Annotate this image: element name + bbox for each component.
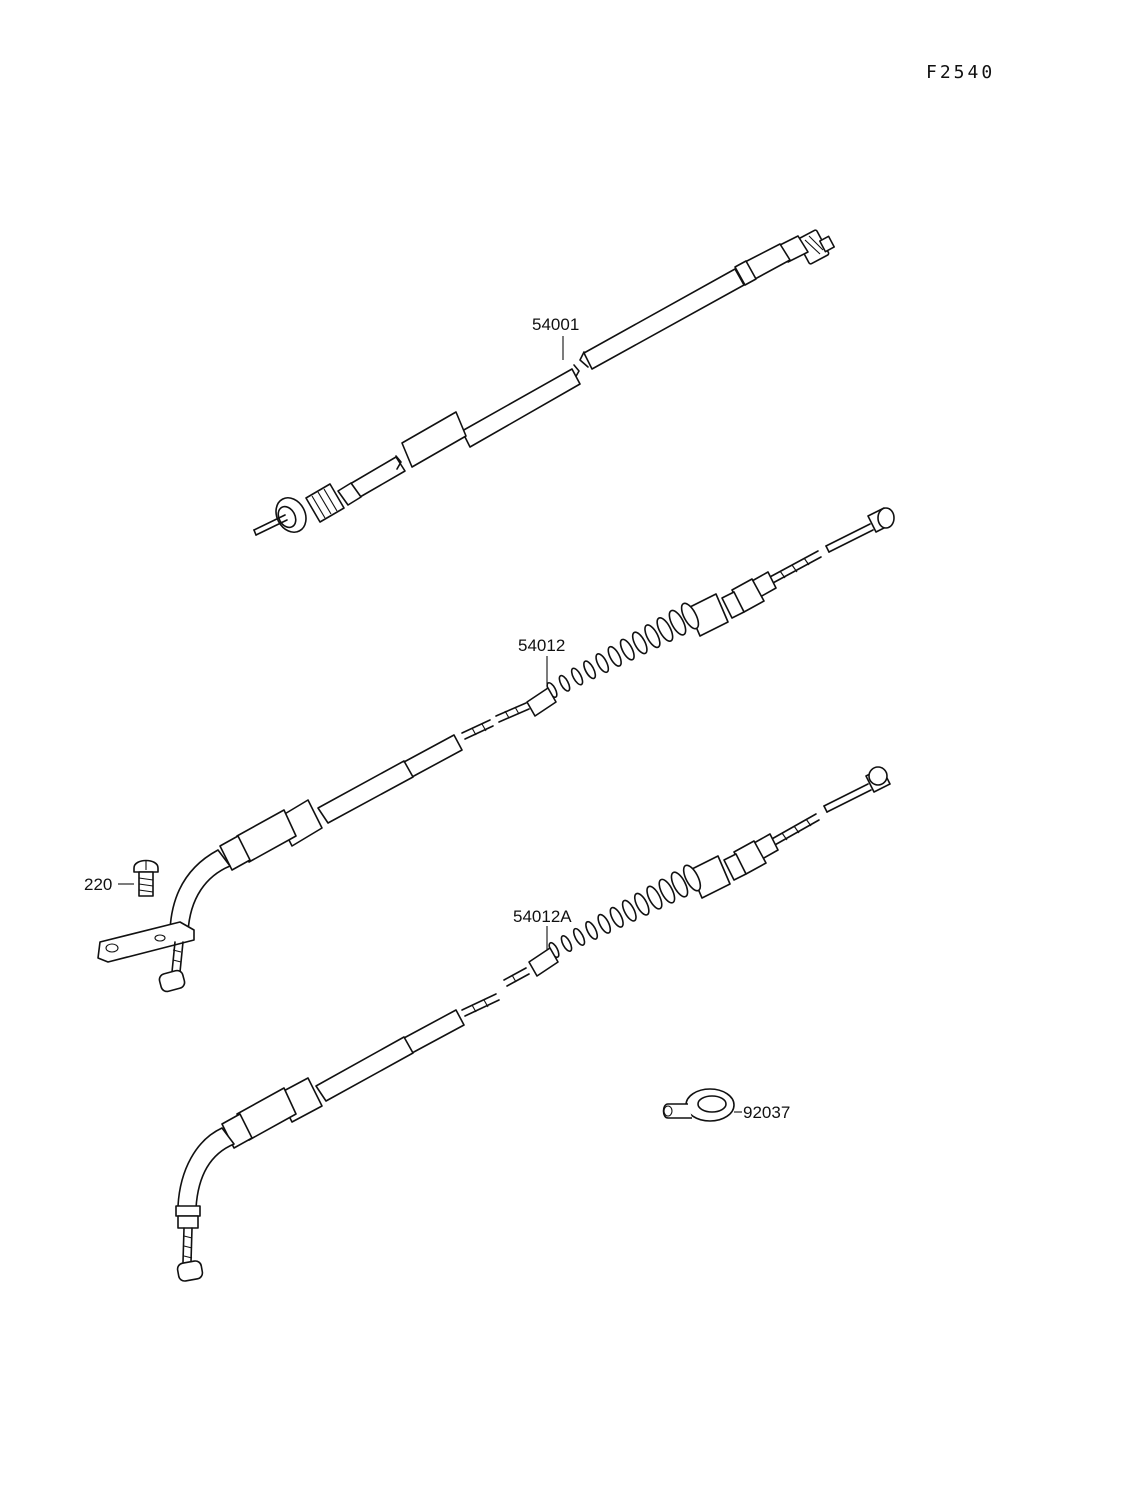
screw-part[interactable]: [133, 859, 159, 897]
callout-54012: 54012: [518, 636, 565, 655]
callout-54012a: 54012A: [513, 907, 572, 926]
throttle-cable-close[interactable]: [175, 766, 891, 1282]
throttle-cable-open[interactable]: [97, 507, 895, 993]
diagram-code: F2540: [926, 62, 995, 83]
callout-220: 220: [84, 875, 112, 894]
speedometer-cable[interactable]: [253, 229, 836, 537]
clamp-part[interactable]: [662, 1088, 735, 1122]
callout-92037: 92037: [743, 1103, 790, 1122]
callout-54001: 54001: [532, 315, 579, 334]
